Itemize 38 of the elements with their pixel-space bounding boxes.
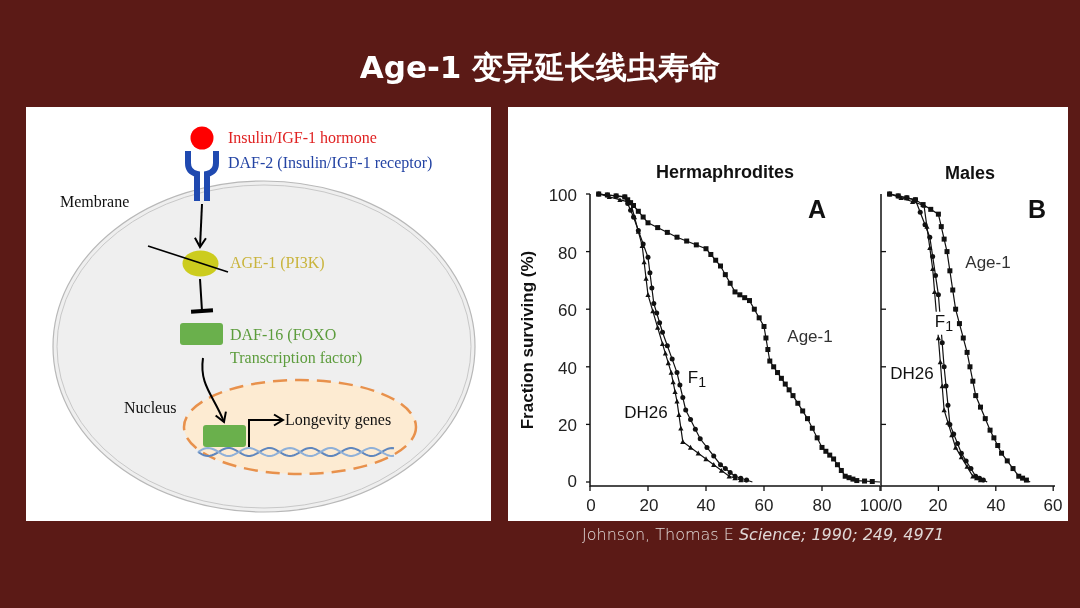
tick-label: 60	[754, 496, 774, 514]
tick-label: 40	[558, 359, 577, 377]
tick-label: 20	[928, 496, 948, 514]
membrane-label: Membrane	[60, 192, 130, 212]
tick-label: 0	[567, 472, 577, 490]
nucleus-label: Nucleus	[124, 398, 177, 418]
panel-title: Males	[945, 164, 995, 182]
gene-label: Longevity genes	[285, 410, 392, 430]
factor-label: DAF-16 (FOXO Transcription factor)	[230, 325, 364, 369]
arrow	[193, 203, 207, 248]
panel-letter: A	[807, 196, 827, 222]
tick-label: 80	[812, 496, 832, 514]
slide-title: Age-1 变异延长线虫寿命	[359, 49, 721, 85]
curve-label: F$_{1}$	[933, 311, 955, 335]
tick-label: 100/0	[859, 496, 903, 514]
tick-label: 20	[639, 496, 659, 514]
tick-label: 40	[986, 496, 1006, 514]
citation: Johnson, Thomas E Science; 1990; 249, 4971	[582, 527, 945, 543]
kinase-label: AGE-1 (PI3K)	[230, 253, 325, 273]
tick-label: 60	[1043, 496, 1063, 514]
tick-label: 80	[558, 244, 577, 262]
receptor-label: DAF-2 (Insulin/IGF-1 receptor)	[228, 153, 433, 173]
curve-label: DH26	[624, 403, 668, 421]
curve-label: DH26	[890, 364, 934, 382]
axis-title: Fraction surviving (%)	[518, 250, 536, 430]
tick-label: 0	[586, 496, 596, 514]
arrow	[201, 357, 227, 423]
panel-title: Hermaphrodites	[656, 163, 794, 181]
arrow	[248, 413, 284, 448]
panel-letter: B	[1027, 196, 1047, 222]
curve-label: F$_{1}$	[687, 368, 707, 390]
tick-label: 20	[558, 416, 577, 434]
hormone-label: Insulin/IGF-1 hormone	[228, 128, 377, 148]
tick-label: 100	[548, 186, 577, 204]
curve-label: Age-1	[965, 253, 1011, 271]
tick-label: 40	[696, 496, 716, 514]
curve-label: Age-1	[787, 327, 833, 345]
tick-label: 60	[558, 301, 577, 319]
